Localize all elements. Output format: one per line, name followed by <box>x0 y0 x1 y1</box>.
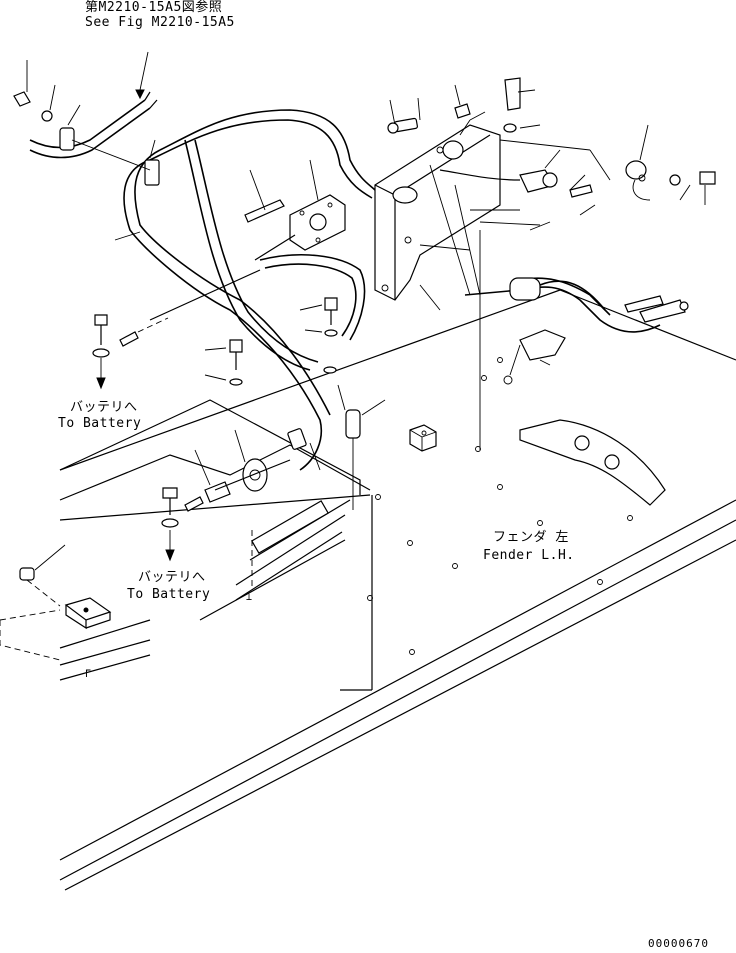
terminal-boot <box>503 329 566 385</box>
reference-label-jp: 第M2210-15A5図参照 <box>85 0 223 15</box>
battery-label-2-jp: バッテリへ <box>138 570 206 585</box>
battery-cable <box>429 164 689 333</box>
fender-label-en: Fender L.H. <box>483 548 575 563</box>
battery-label-1-jp: バッテリへ <box>70 400 138 415</box>
connector-cap <box>439 124 716 205</box>
top-left-cable <box>13 51 158 171</box>
switch-assembly <box>244 159 346 261</box>
lower-left-parts: ᒥ <box>0 544 151 681</box>
figure-id: 00000670 <box>648 937 709 950</box>
small-block <box>409 424 437 452</box>
battery-bolt-1 <box>92 269 261 390</box>
svg-text:⊥: ⊥ <box>246 592 252 603</box>
fender-plate <box>59 289 736 891</box>
fender-label-jp: フェンダ 左 <box>493 530 569 545</box>
battery-label-2-en: To Battery <box>127 587 211 602</box>
reference-label-en: See Fig M2210-15A5 <box>85 15 235 30</box>
toolbox: ⊥ <box>59 399 371 621</box>
leader-lines <box>114 119 596 471</box>
spacer <box>345 399 386 510</box>
wire-harness <box>123 109 376 471</box>
rear-bracket <box>519 419 666 506</box>
bracket-box <box>374 77 541 311</box>
battery-bolt-2 <box>161 429 291 562</box>
svg-text:ᒥ: ᒥ <box>85 669 91 680</box>
center-bolts <box>204 297 346 411</box>
battery-label-1-en: To Battery <box>58 416 142 431</box>
